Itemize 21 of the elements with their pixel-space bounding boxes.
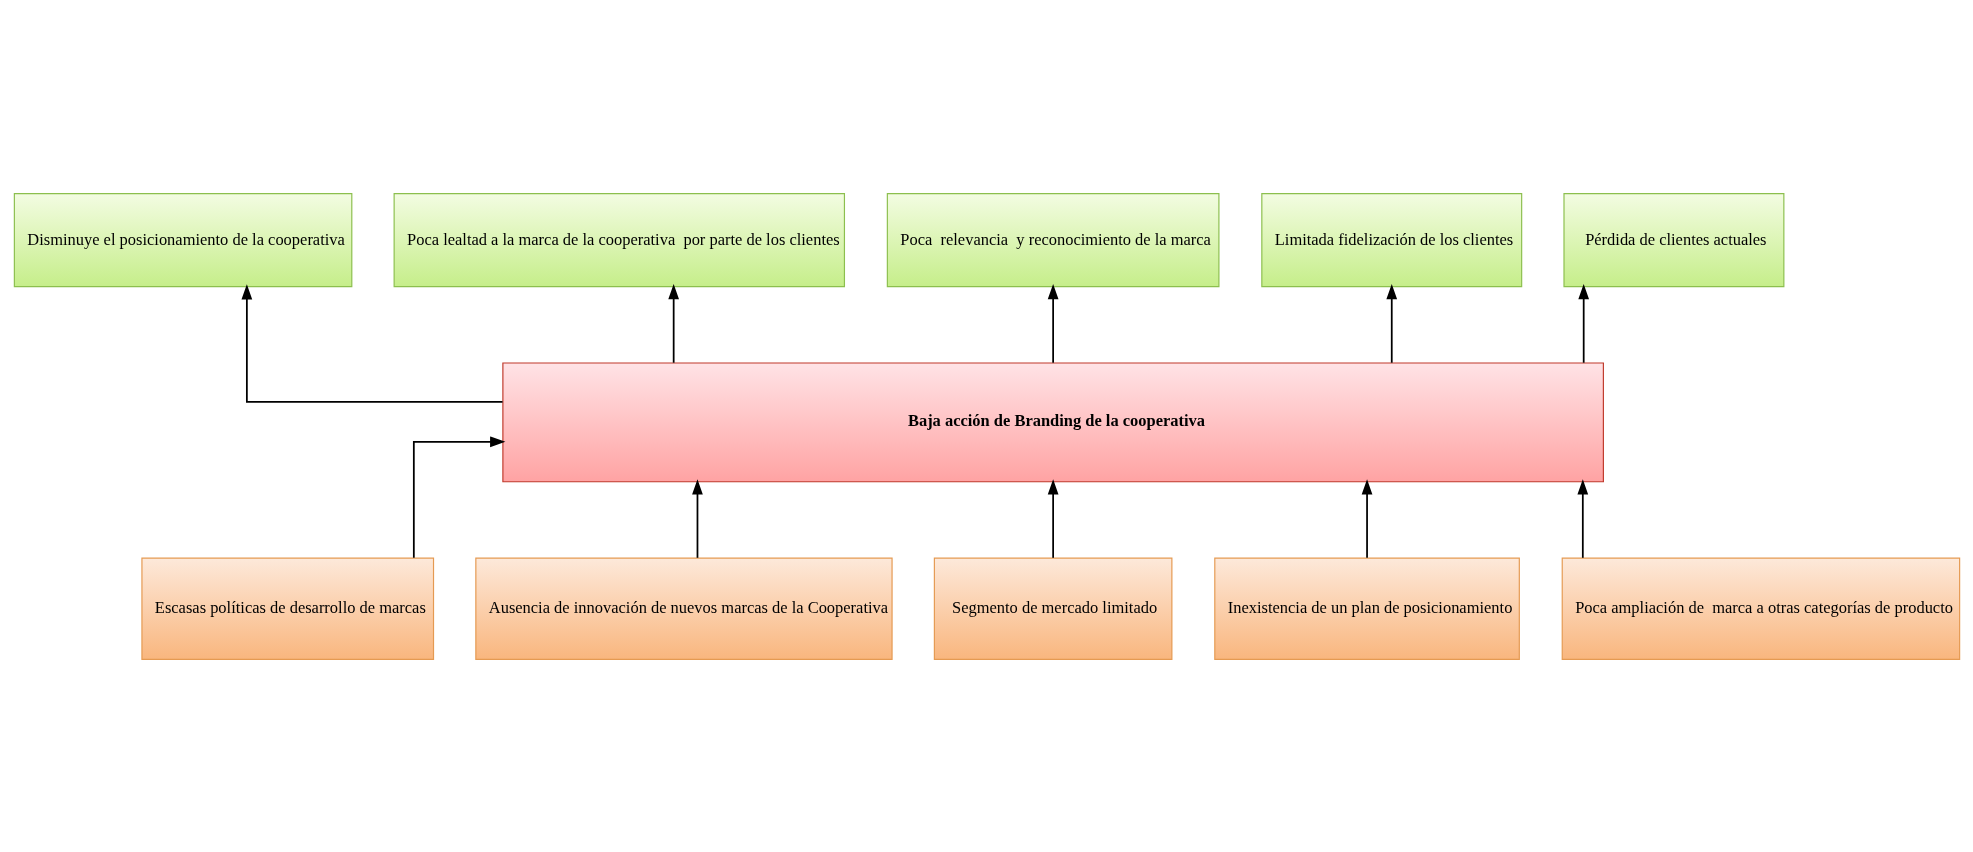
node-box: Pérdida de clientes actuales	[1562, 192, 1784, 287]
node-box: Ausencia de innovación de nuevos marcas de la Cooperativa	[474, 557, 893, 660]
node-box: Segmento de mercado limitado	[933, 557, 1172, 660]
arrow	[241, 283, 503, 403]
node-box: Baja acción de Branding de la cooperativa	[501, 361, 1604, 482]
arrow	[1361, 478, 1372, 559]
node-box: Disminuye el posicionamiento de la cooperativa	[13, 192, 352, 287]
arrow	[1047, 283, 1058, 364]
arrow	[691, 478, 703, 559]
arrow	[1576, 478, 1588, 559]
node-box: Poca ampliación de marca a otras categorías de producto	[1561, 557, 1960, 660]
node-box: Limitada fidelización de los clientes	[1260, 192, 1522, 287]
arrow	[1047, 478, 1058, 559]
arrow	[412, 435, 505, 559]
node-box: Inexistencia de un plan de posicionamiento	[1213, 557, 1520, 660]
arrow	[1385, 283, 1397, 364]
node-box: Poca relevancia y reconocimiento de la marca	[886, 192, 1219, 287]
node-box: Poca lealtad a la marca de la cooperativa por parte de los clientes	[393, 192, 845, 287]
node-box: Escasas políticas de desarrollo de marcas	[140, 557, 434, 660]
arrow	[667, 283, 679, 364]
arrow	[1577, 283, 1589, 364]
